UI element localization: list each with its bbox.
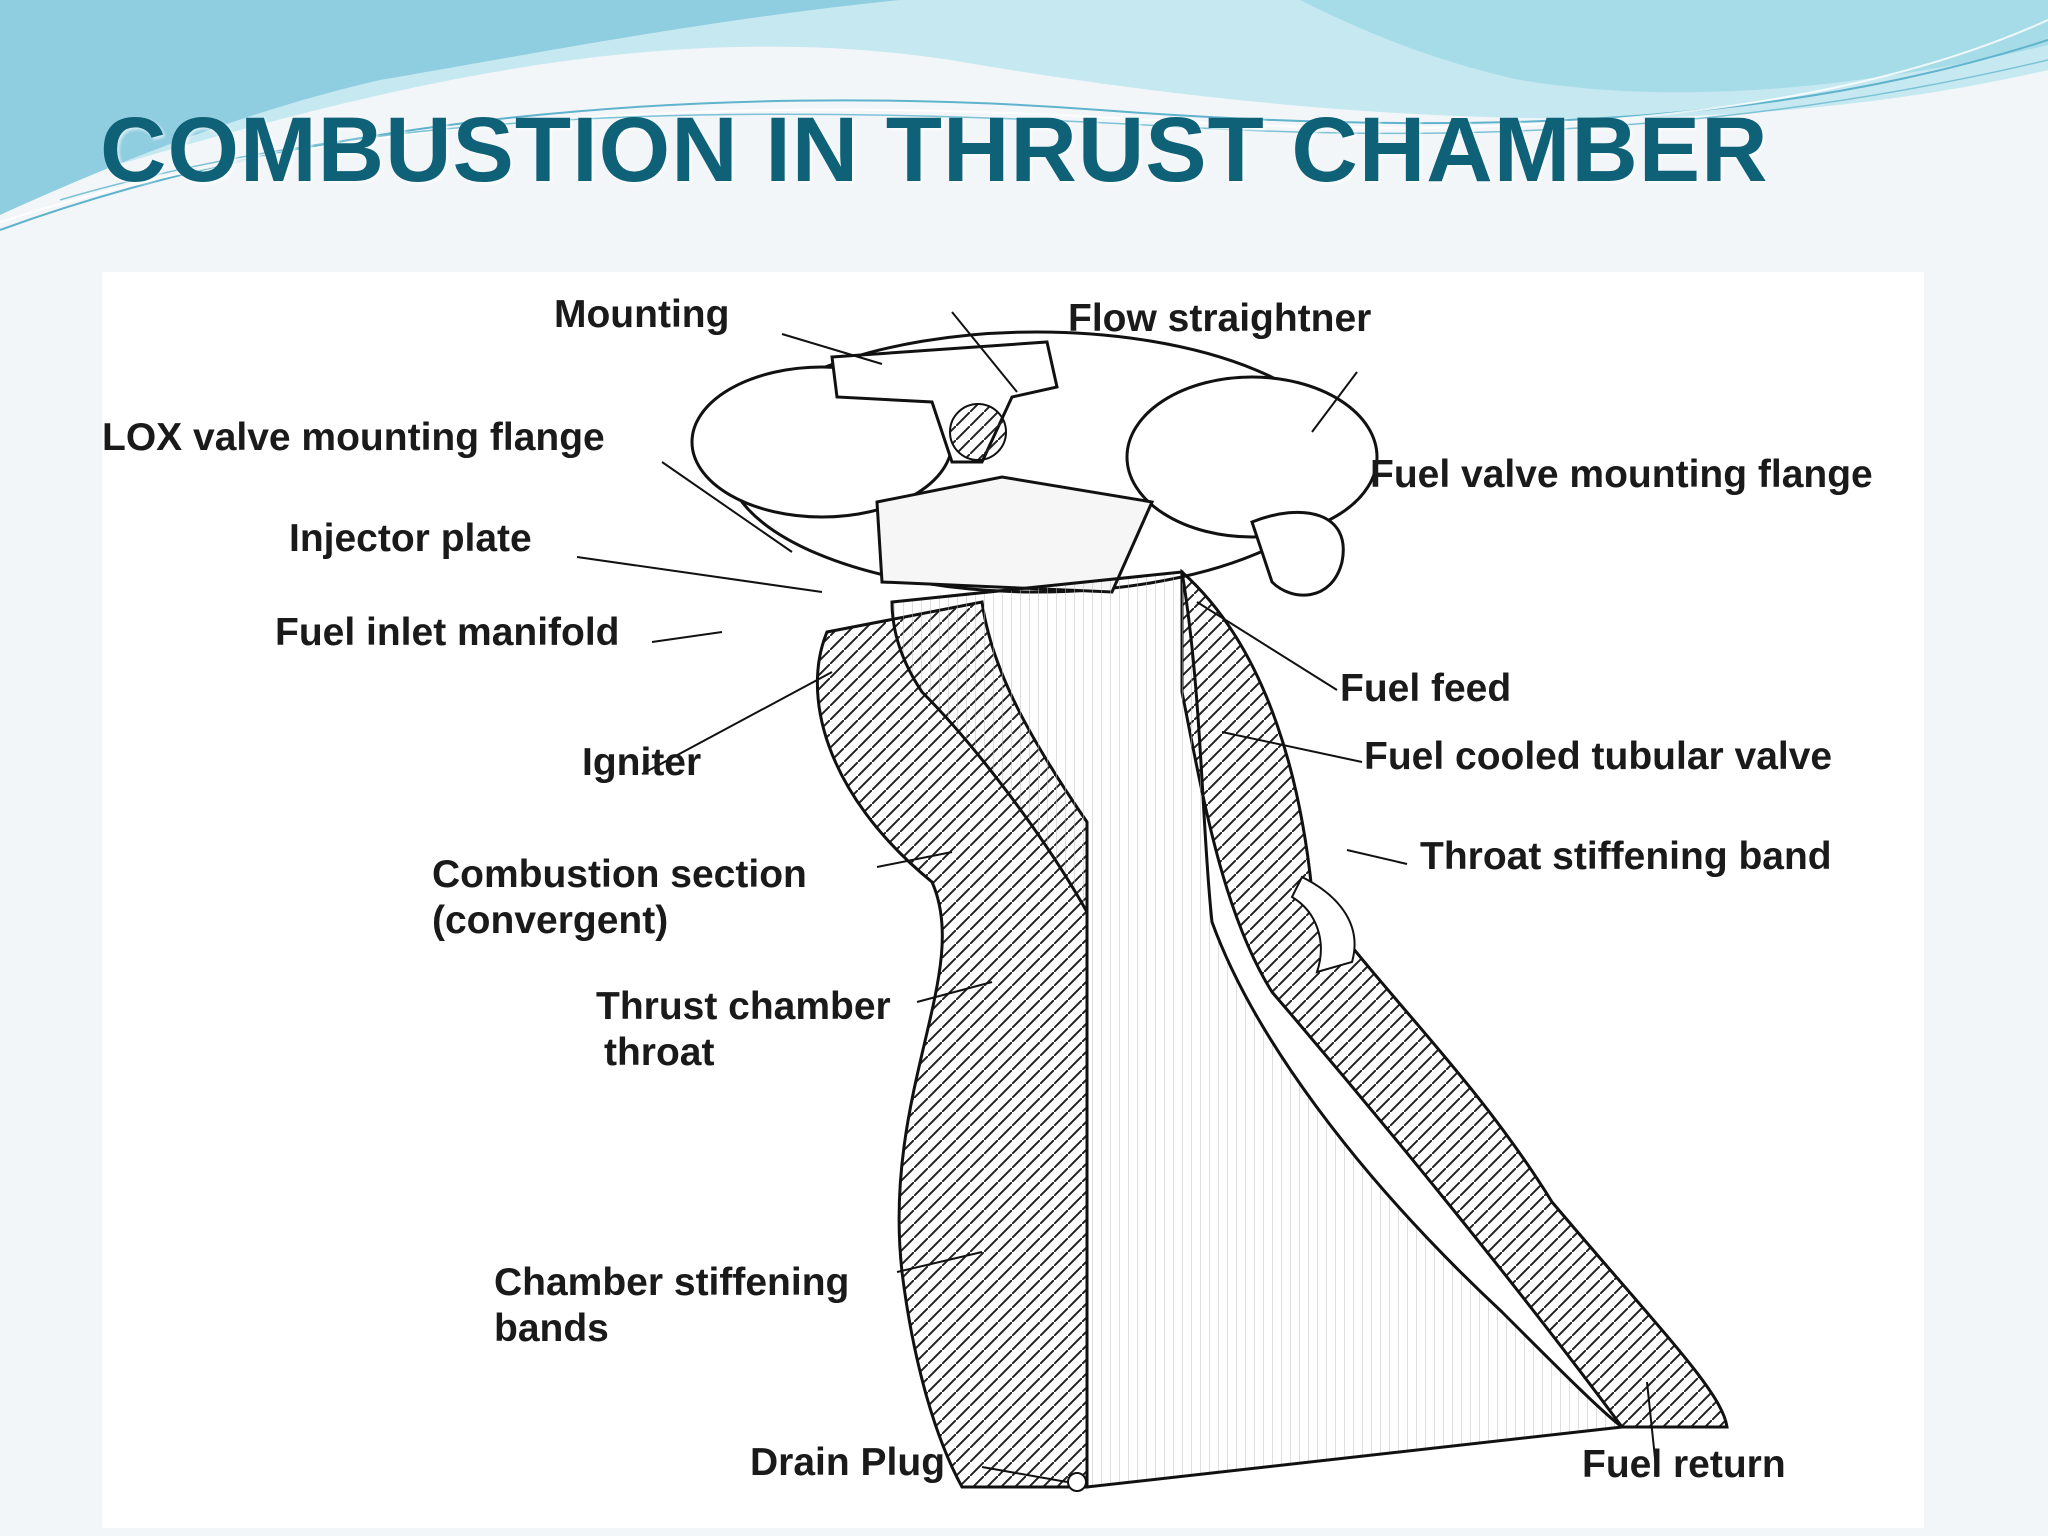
injector-grid: [949, 403, 1007, 461]
label-fuel-return: Fuel return: [1582, 1443, 1786, 1486]
label-fuel-cooled-tubular-valve: Fuel cooled tubular valve: [1364, 735, 1833, 778]
wave-line-3: [59, 59, 2048, 201]
label-drain-plug: Drain Plug: [750, 1441, 946, 1484]
leader-chamber-stiffening-bands: [896, 1251, 983, 1273]
label-mounting: Mounting: [554, 293, 730, 336]
wave-line-2: [0, 19, 2048, 223]
label-fuel-feed: Fuel feed: [1340, 667, 1512, 710]
wave-line-1: [0, 39, 2048, 231]
leader-fuel-feed: [1196, 601, 1338, 691]
thrust-chamber-diagram: Mounting Flow straightner LOX valve moun…: [102, 272, 1924, 1528]
leader-igniter: [641, 671, 833, 775]
label-combustion-section-line1: Combustion section: [432, 853, 807, 896]
label-chamber-stiffening-bands-line2: bands: [494, 1307, 609, 1350]
label-flow-straightner: Flow straightner: [1068, 297, 1372, 340]
leader-fuel-inlet-manifold: [651, 631, 723, 643]
label-fuel-valve-mounting-flange: Fuel valve mounting flange: [1370, 453, 1873, 496]
fuel-valve-flange: [1250, 510, 1345, 597]
chamber-wall-right: [1180, 568, 1729, 1429]
leader-lox-flange: [661, 461, 793, 553]
label-throat-stiffening-band: Throat stiffening band: [1420, 835, 1832, 878]
slide-title: COMBUSTION IN THRUST CHAMBER: [100, 99, 1769, 201]
leader-flow-straightner: [951, 311, 1018, 393]
wave-band-right: [1300, 0, 2048, 93]
leader-fuel-return: [1646, 1381, 1658, 1478]
label-lox-valve-mounting-flange: LOX valve mounting flange: [102, 416, 605, 459]
leader-fuel-cooled-tubular: [1221, 731, 1363, 763]
leader-lines: [576, 311, 1658, 1483]
thrust-chamber-drawing: [576, 311, 1729, 1492]
leader-throat-band: [1346, 849, 1408, 865]
header-wave-decoration: [0, 0, 2048, 231]
throat-stiffening-band-shape: [1290, 875, 1356, 974]
leader-injector-plate: [576, 556, 823, 593]
label-combustion-section-line2: (convergent): [432, 899, 669, 942]
leader-thrust-chamber-throat: [916, 981, 993, 1003]
wave-band-dark: [0, 0, 900, 215]
combustion-cavity: [890, 570, 1626, 1489]
leader-drain-plug: [981, 1466, 1068, 1483]
label-fuel-inlet-manifold: Fuel inlet manifold: [275, 611, 620, 654]
injector-plate-body: [875, 475, 1155, 594]
label-thrust-chamber-throat-line2: throat: [604, 1031, 715, 1074]
label-injector-plate: Injector plate: [289, 517, 532, 560]
fuel-flange-ring: [1125, 375, 1379, 539]
label-thrust-chamber-throat-line1: Thrust chamber: [596, 985, 891, 1028]
leader-combustion-section: [876, 851, 953, 868]
label-chamber-stiffening-bands-line1: Chamber stiffening: [494, 1261, 850, 1304]
leader-fuel-valve-flange: [1311, 371, 1358, 433]
label-igniter: Igniter: [582, 741, 702, 784]
drain-plug-shape: [1067, 1472, 1087, 1492]
leader-mounting: [781, 333, 883, 365]
